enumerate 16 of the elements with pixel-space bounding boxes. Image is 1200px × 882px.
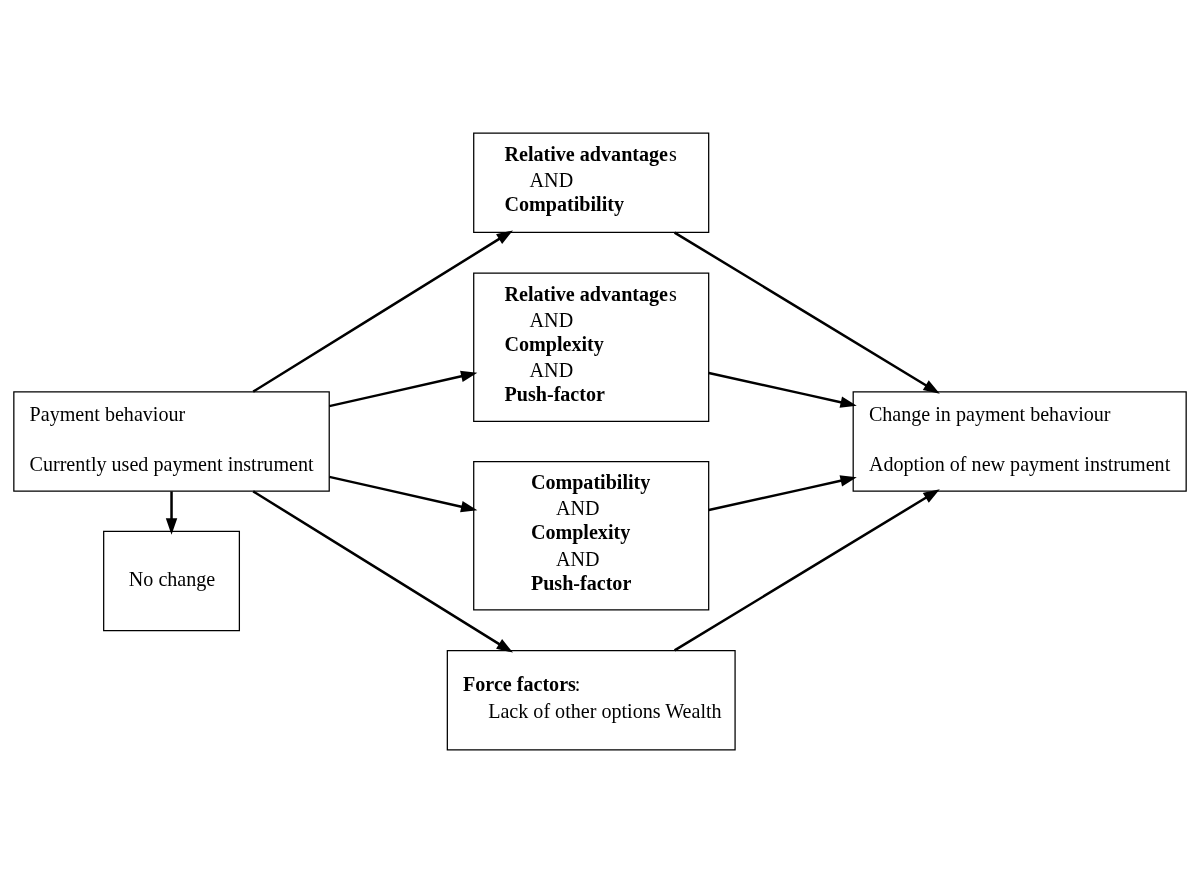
node-box: Change in payment behaviour Adoption of new payment instrument [852,390,1187,492]
node-box: Payment behaviour Currently used payment instrument [13,390,330,492]
arrow [165,490,178,535]
arrow [708,371,857,408]
arrow [329,475,478,512]
arrow [329,370,478,407]
node-box: Relative advantages AND Complexity AND Push-factor [473,272,710,422]
arrow [252,489,513,653]
arrow [673,488,940,651]
node-box: Compatibility AND Complexity AND Push-factor [473,460,710,610]
node-box: Relative advantages AND Compatibility [473,131,710,233]
node-box: No change [103,530,240,631]
arrow [708,474,857,511]
node-box: Force factors: Lack of other options Wealth [446,649,736,751]
arrow [673,231,940,394]
arrow [252,229,513,393]
